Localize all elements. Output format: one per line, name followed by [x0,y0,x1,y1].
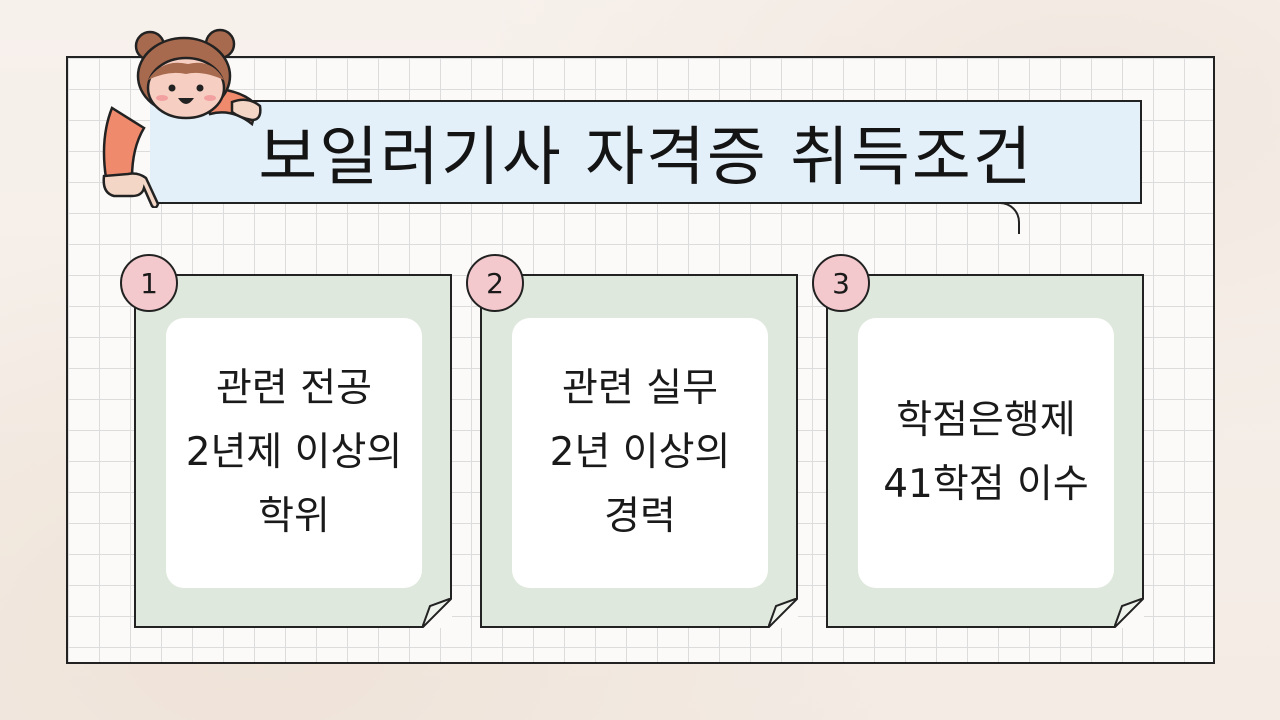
page-fold-icon [1114,598,1144,628]
card-line: 2년 이상의 [549,430,731,475]
card-line: 2년제 이상의 [185,430,403,475]
page-fold-icon [422,598,452,628]
card-line: 관련 전공 [216,366,372,411]
card-content: 관련 전공 2년제 이상의 학위 [166,318,422,588]
number-badge-3: 3 [812,254,870,312]
condition-card-3: 학점은행제 41학점 이수 [826,274,1144,628]
card-content: 학점은행제 41학점 이수 [858,318,1114,588]
pointing-girl-mascot-icon [102,28,262,208]
card-line: 학점은행제 [896,398,1076,443]
card-line: 관련 실무 [562,366,718,411]
page-fold-icon [768,598,798,628]
condition-card-2: 관련 실무 2년 이상의 경력 [480,274,798,628]
card-line: 경력 [604,494,676,539]
number-badge-2: 2 [466,254,524,312]
title-band [150,100,1142,234]
number-badge-1: 1 [120,254,178,312]
card-line: 41학점 이수 [883,462,1089,507]
card-line: 학위 [258,494,330,539]
condition-card-1: 관련 전공 2년제 이상의 학위 [134,274,452,628]
page-title: 보일러기사 자격증 취득조건 [258,121,1034,195]
card-content: 관련 실무 2년 이상의 경력 [512,318,768,588]
